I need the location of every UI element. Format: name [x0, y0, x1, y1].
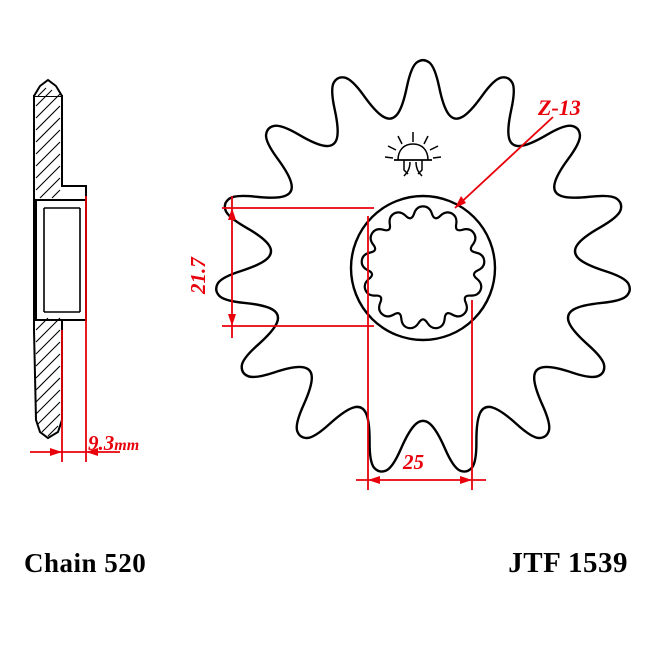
callout-arrow	[455, 196, 466, 208]
width-dimension-label: 25	[403, 450, 424, 474]
spline-bore	[349, 194, 497, 342]
thickness-arrow-right	[86, 448, 98, 456]
thickness-dimension-label: 9.3mm	[88, 431, 139, 456]
width-arrow-right	[460, 476, 472, 484]
bore-dimension-label: 21.7	[186, 257, 210, 294]
side-profile-view	[33, 78, 87, 440]
bore-arrow-bottom	[228, 314, 236, 326]
thickness-unit: mm	[114, 437, 140, 454]
callout-leader-line	[454, 116, 554, 209]
part-number-label: JTF 1539	[508, 547, 628, 579]
bore-dimension	[222, 196, 374, 338]
spline-callout-label: Z-13	[538, 95, 581, 120]
spline-profile	[360, 205, 486, 330]
chain-size-label: Chain 520	[24, 548, 147, 578]
bore-arrow-top	[228, 208, 236, 220]
manufacturer-stamp-icon	[384, 132, 442, 177]
thickness-arrow-left	[50, 448, 62, 456]
section-hatch-lower	[35, 317, 61, 437]
side-tooth-top	[33, 78, 63, 97]
thickness-value: 9.3	[88, 431, 115, 455]
width-arrow-left	[368, 476, 380, 484]
thickness-dimension	[30, 196, 120, 462]
width-dimension	[356, 216, 486, 490]
spline-callout-leader	[454, 116, 554, 209]
section-hatch-upper	[35, 87, 61, 199]
